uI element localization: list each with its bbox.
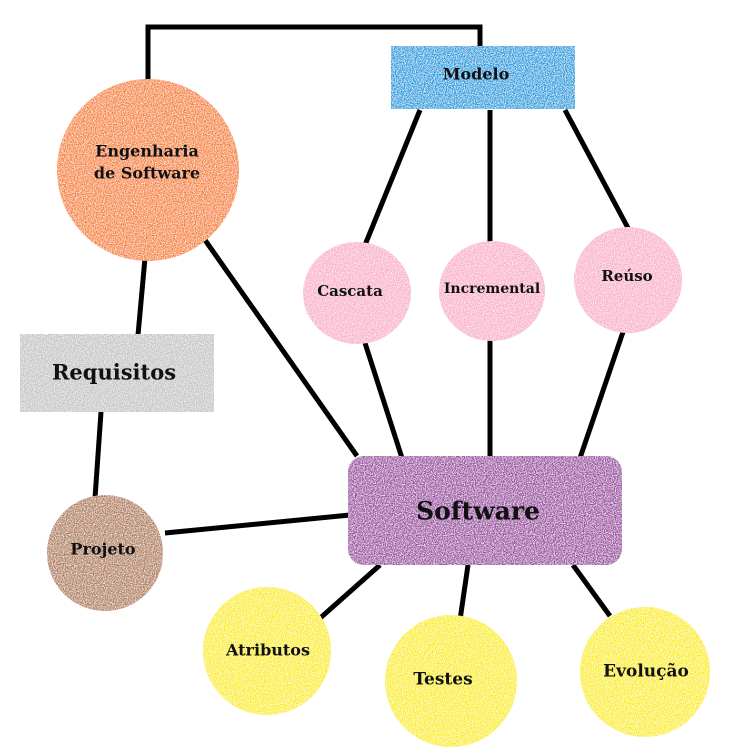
edge-reuso-software — [577, 331, 626, 459]
node-incremental-label: Incremental — [444, 281, 540, 297]
edge-modelo-reuso — [562, 108, 631, 230]
node-modelo-shape — [391, 46, 575, 109]
edge-modelo-cascata — [362, 109, 423, 246]
node-atributos-label: Atributos — [225, 641, 310, 660]
node-atributos: Atributos — [203, 587, 331, 715]
node-projeto-shape — [47, 495, 163, 611]
node-reuso: Reúso — [574, 227, 682, 333]
edge-projeto-software — [164, 512, 351, 536]
edge-requisitos-projeto — [92, 411, 104, 499]
node-modelo-label: Modelo — [443, 65, 510, 84]
node-cascata-label: Cascata — [317, 282, 383, 300]
edge-software-testes — [457, 564, 471, 621]
node-engenharia-shape — [57, 79, 239, 261]
node-cascata-shape — [303, 242, 411, 344]
edge-engenharia-requisitos — [135, 257, 148, 336]
node-engenharia-label-2: de Software — [94, 164, 200, 183]
node-testes-label: Testes — [413, 670, 472, 690]
node-evolucao-shape — [580, 607, 710, 737]
node-requisitos-shape — [20, 334, 214, 412]
node-evolucao-label: Evolução — [603, 662, 689, 682]
edge-software-evolucao — [570, 563, 613, 618]
node-projeto-label: Projeto — [70, 540, 135, 559]
node-engenharia-label: Engenharia — [95, 142, 199, 161]
node-modelo: Modelo — [391, 46, 575, 109]
node-reuso-shape — [574, 227, 682, 333]
node-requisitos-label: Requisitos — [52, 360, 176, 385]
node-evolucao: Evolução — [580, 607, 710, 737]
node-testes: Testes — [385, 615, 517, 747]
edge-cascata-software — [362, 342, 405, 459]
node-software: Software — [348, 456, 622, 565]
edge-engenharia-software — [202, 238, 360, 458]
node-incremental-shape — [439, 241, 545, 341]
node-software-label: Software — [416, 497, 540, 526]
node-requisitos: Requisitos — [20, 334, 214, 412]
edges — [92, 24, 631, 622]
edge-software-atributos — [316, 563, 382, 622]
edge-engenharia-modelo — [145, 24, 483, 80]
node-software-shape — [348, 456, 622, 565]
node-atributos-shape — [203, 587, 331, 715]
node-projeto: Projeto — [47, 495, 163, 611]
node-incremental: Incremental — [439, 241, 545, 341]
node-reuso-label: Reúso — [601, 267, 652, 285]
node-engenharia: Engenharia de Software — [57, 79, 239, 261]
node-testes-shape — [385, 615, 517, 747]
node-cascata: Cascata — [303, 242, 411, 344]
